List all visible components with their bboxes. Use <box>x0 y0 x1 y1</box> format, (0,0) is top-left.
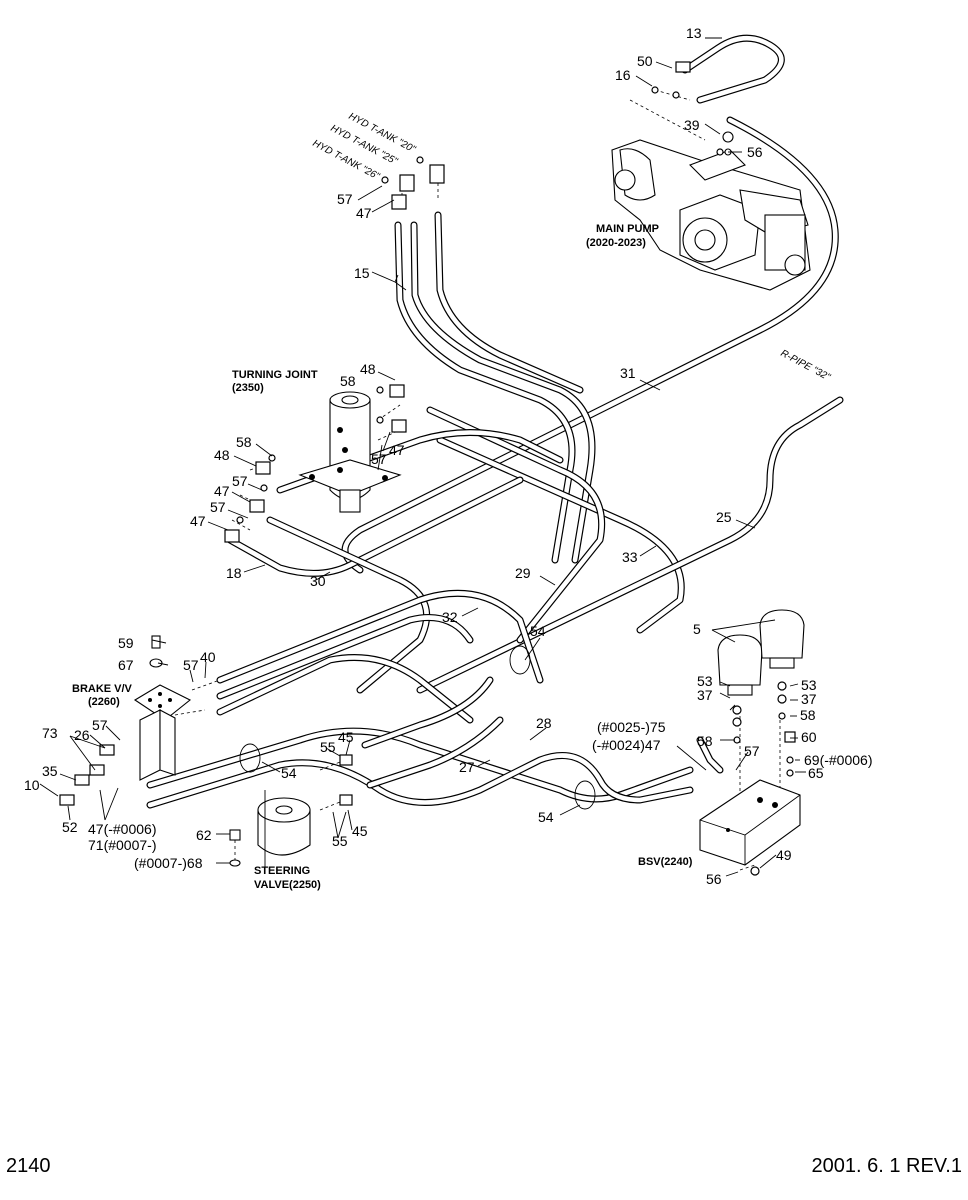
callout-26: 26 <box>74 727 90 743</box>
callout-56: 56 <box>747 144 763 160</box>
callout-47: 47 <box>190 513 206 529</box>
page-number: 2140 <box>6 1155 51 1177</box>
callout-75: (#0025-)75 <box>597 719 666 735</box>
callout-33: 33 <box>622 549 638 565</box>
callout-56: 56 <box>706 871 722 887</box>
callout-59: 59 <box>118 635 134 651</box>
callout-27: 27 <box>459 759 475 775</box>
filters <box>717 609 805 696</box>
callout-65: 65 <box>808 765 824 781</box>
callout-62: 62 <box>196 827 212 843</box>
alignment-lines <box>174 89 781 871</box>
callout-35: 35 <box>42 763 58 779</box>
callout-37: 37 <box>697 687 713 703</box>
callout-10: 10 <box>24 777 40 793</box>
leader-lines <box>39 37 806 877</box>
main-pump-ref-label: (2020-2023) <box>586 237 646 249</box>
callout-numbers: 13 50 16 39 56 57 47 15 31 48 58 47 57 5… <box>24 25 873 887</box>
callout-45: 45 <box>338 729 354 745</box>
hose-clamps <box>239 645 596 810</box>
callout-28: 28 <box>536 715 552 731</box>
callout-40: 40 <box>200 649 216 665</box>
callout-47-71: 47(-#0006) <box>88 821 157 837</box>
callout-29: 29 <box>515 565 531 581</box>
callout-48: 48 <box>360 361 376 377</box>
turning-joint-ref-label: (2350) <box>232 382 264 394</box>
callout-67: 67 <box>118 657 134 673</box>
callout-5: 5 <box>693 621 701 637</box>
callout-57: 57 <box>183 657 199 673</box>
callout-60: 60 <box>801 729 817 745</box>
callout-58: 58 <box>340 373 356 389</box>
callout-52: 52 <box>62 819 78 835</box>
callout-71: 71(#0007-) <box>88 837 157 853</box>
callout-54: 54 <box>530 623 546 639</box>
main-pump <box>611 131 811 291</box>
callout-15: 15 <box>354 265 370 281</box>
callout-57: 57 <box>371 451 387 467</box>
steering-valve <box>229 790 311 870</box>
callout-69: 69(-#0006) <box>804 752 873 768</box>
callout-50: 50 <box>637 53 653 69</box>
callout-57: 57 <box>337 191 353 207</box>
main-pump-label: MAIN PUMP <box>596 223 659 235</box>
callout-49: 49 <box>776 847 792 863</box>
callout-53: 53 <box>697 673 713 689</box>
steering-valve-ref-label: VALVE(2250) <box>254 879 321 891</box>
brake-valve-label: BRAKE V/V <box>72 683 133 695</box>
callout-18: 18 <box>226 565 242 581</box>
revision-date: 2001. 6. 1 REV.1 <box>811 1155 963 1177</box>
bsv-label: BSV(2240) <box>638 856 693 868</box>
callout-32: 32 <box>442 609 458 625</box>
callout-45: 45 <box>352 823 368 839</box>
fittings <box>59 61 796 876</box>
callout-53: 53 <box>801 677 817 693</box>
callout-37: 37 <box>801 691 817 707</box>
turning-joint-label: TURNING JOINT <box>232 369 318 381</box>
callout-73: 73 <box>42 725 58 741</box>
callout-13: 13 <box>686 25 702 41</box>
brake-valve <box>133 635 192 781</box>
callout-31: 31 <box>620 365 636 381</box>
callout-55: 55 <box>320 739 336 755</box>
brake-valve-ref-label: (2260) <box>88 696 120 708</box>
callout-57: 57 <box>92 717 108 733</box>
callout-57: 57 <box>210 499 226 515</box>
turning-joint <box>298 391 402 513</box>
callout-30: 30 <box>310 573 326 589</box>
callout-48: 48 <box>214 447 230 463</box>
callout-58: 58 <box>236 434 252 450</box>
callout-47: (-#0024)47 <box>592 737 661 753</box>
callout-58: 58 <box>800 707 816 723</box>
bsv-block <box>699 779 801 866</box>
callout-47: 47 <box>356 205 372 221</box>
hose-lines <box>146 34 844 809</box>
callout-54: 54 <box>538 809 554 825</box>
callout-39: 39 <box>684 117 700 133</box>
callout-47: 47 <box>389 442 405 458</box>
callout-57: 57 <box>744 743 760 759</box>
callout-57: 57 <box>232 473 248 489</box>
steering-valve-label: STEERING <box>254 865 310 877</box>
callout-47: 47 <box>214 483 230 499</box>
callout-54: 54 <box>281 765 297 781</box>
callout-25: 25 <box>716 509 732 525</box>
r-pipe-32-label: R-PIPE "32" <box>779 348 833 383</box>
callout-16: 16 <box>615 67 631 83</box>
callout-55: 55 <box>332 833 348 849</box>
callout-58: 58 <box>697 733 713 749</box>
callout-68: (#0007-)68 <box>134 855 203 871</box>
